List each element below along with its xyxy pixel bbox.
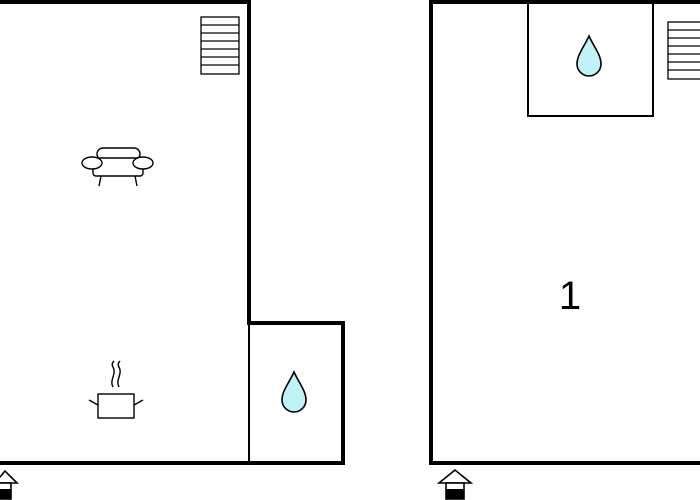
room-label-bedroom-1: 1 <box>558 274 582 318</box>
entrance-icon <box>0 469 19 500</box>
sofa-icon <box>81 147 154 187</box>
floor-left-walls <box>0 0 345 465</box>
staircase-icon <box>667 21 700 80</box>
water-drop-icon <box>576 34 602 77</box>
water-drop-icon <box>281 370 307 413</box>
staircase-icon <box>200 16 240 75</box>
cooking-pot-icon <box>88 360 144 419</box>
bathroom-upper <box>527 1 654 117</box>
entrance-icon <box>436 468 474 500</box>
floor-right <box>429 0 700 500</box>
floor-left <box>0 0 345 500</box>
floor-right-walls <box>429 0 700 465</box>
